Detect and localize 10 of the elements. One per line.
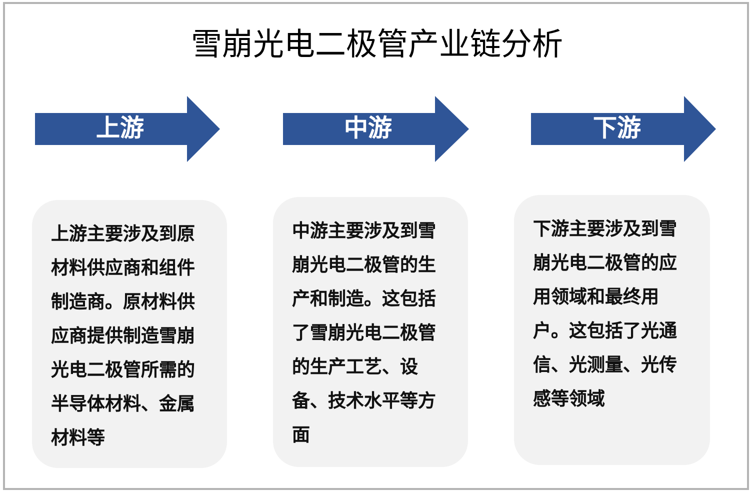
description-text: 下游主要涉及到雪崩光电二极管的应用领域和最终用户。这包括了光通信、光测量、光传感等领域 [533,218,678,411]
stage-label: 上游 [96,114,144,144]
stage-label: 下游 [593,114,641,144]
block-arrow [35,96,220,162]
description-text: 上游主要涉及到原材料供应商和组件制造商。原材料供应商提供制造雪崩光电二极管所需的半导体材料、金属材料等 [51,223,196,450]
block-arrow [283,96,469,162]
block-arrow [531,96,716,162]
description-text: 中游主要涉及到雪崩光电二极管的生产和制造。这包括了雪崩光电二极管的生产工艺、设备、技术水平等方面 [292,220,437,447]
stage-label: 中游 [344,114,392,144]
title: 雪崩光电二极管产业链分析 [191,26,563,64]
